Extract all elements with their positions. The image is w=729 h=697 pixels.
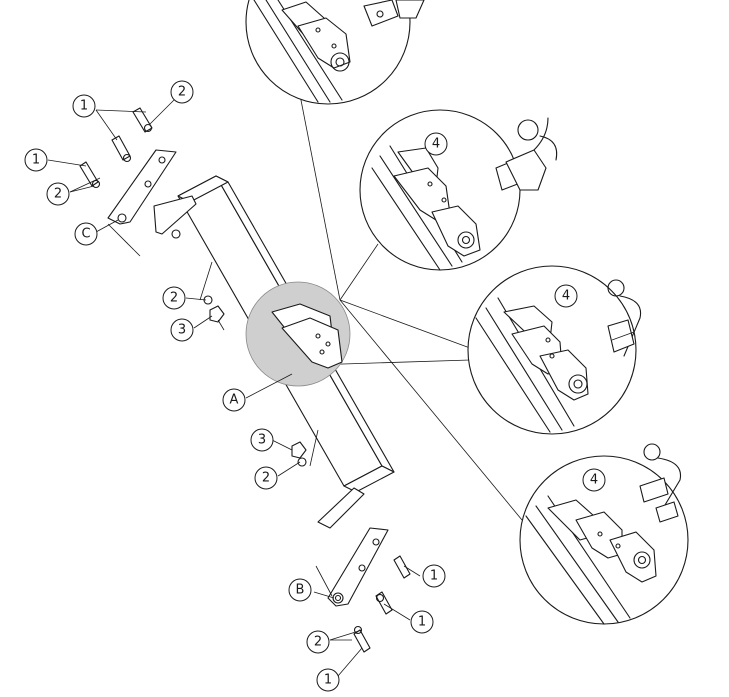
callout-text: 2: [314, 635, 322, 650]
callout-part-1-a: 1: [72, 94, 96, 118]
callout-text: 1: [32, 153, 40, 168]
callout-part-a: A: [222, 388, 246, 412]
side-bracket-c: [107, 149, 197, 257]
callout-text: 3: [178, 323, 186, 338]
callout-part-1-b: 1: [24, 148, 48, 172]
callout-text: A: [230, 393, 239, 408]
callout-text: 4: [562, 289, 570, 304]
callout-text: B: [296, 583, 305, 598]
detail-view-detachable: [519, 443, 689, 625]
callout-text: C: [81, 227, 90, 242]
callout-part-b: B: [288, 578, 312, 602]
callout-part-1-c: 1: [422, 564, 446, 588]
callout-text: 2: [54, 187, 62, 202]
hardware-upper: [79, 107, 225, 331]
callout-text: 2: [178, 85, 186, 100]
callout-text: 2: [262, 471, 270, 486]
callout-part-1-e: 1: [316, 668, 340, 692]
callout-part-3-b: 3: [250, 428, 274, 452]
callout-text: 2: [170, 291, 178, 306]
callout-part-1-d: 1: [410, 610, 434, 634]
callout-part-4-a: 4: [424, 132, 448, 156]
callout-text: 1: [324, 673, 332, 688]
callout-leaders: [47, 93, 421, 677]
callout-text: 4: [432, 137, 440, 152]
callout-part-2-e: 2: [306, 630, 330, 654]
callout-text: 1: [418, 615, 426, 630]
callout-text: 1: [80, 99, 88, 114]
callout-part-2-a: 2: [170, 80, 194, 104]
side-bracket-b: [315, 487, 389, 607]
callout-text: 4: [590, 473, 598, 488]
callout-part-3-a: 3: [170, 318, 194, 342]
detail-view-flange-ball: [359, 109, 558, 271]
callout-part-2-c: 2: [162, 286, 186, 310]
detail-view-fixed-ball: [245, 0, 425, 105]
detail-view-swan-neck: [467, 265, 642, 435]
callout-part-2-b: 2: [46, 182, 70, 206]
callout-part-c: C: [74, 222, 98, 246]
callout-part-4-c: 4: [582, 468, 606, 492]
callout-part-2-d: 2: [254, 466, 278, 490]
callout-text: 1: [430, 569, 438, 584]
callout-text: 3: [258, 433, 266, 448]
callout-part-4-b: 4: [554, 284, 578, 308]
highlight-zoom-area: [245, 281, 351, 387]
